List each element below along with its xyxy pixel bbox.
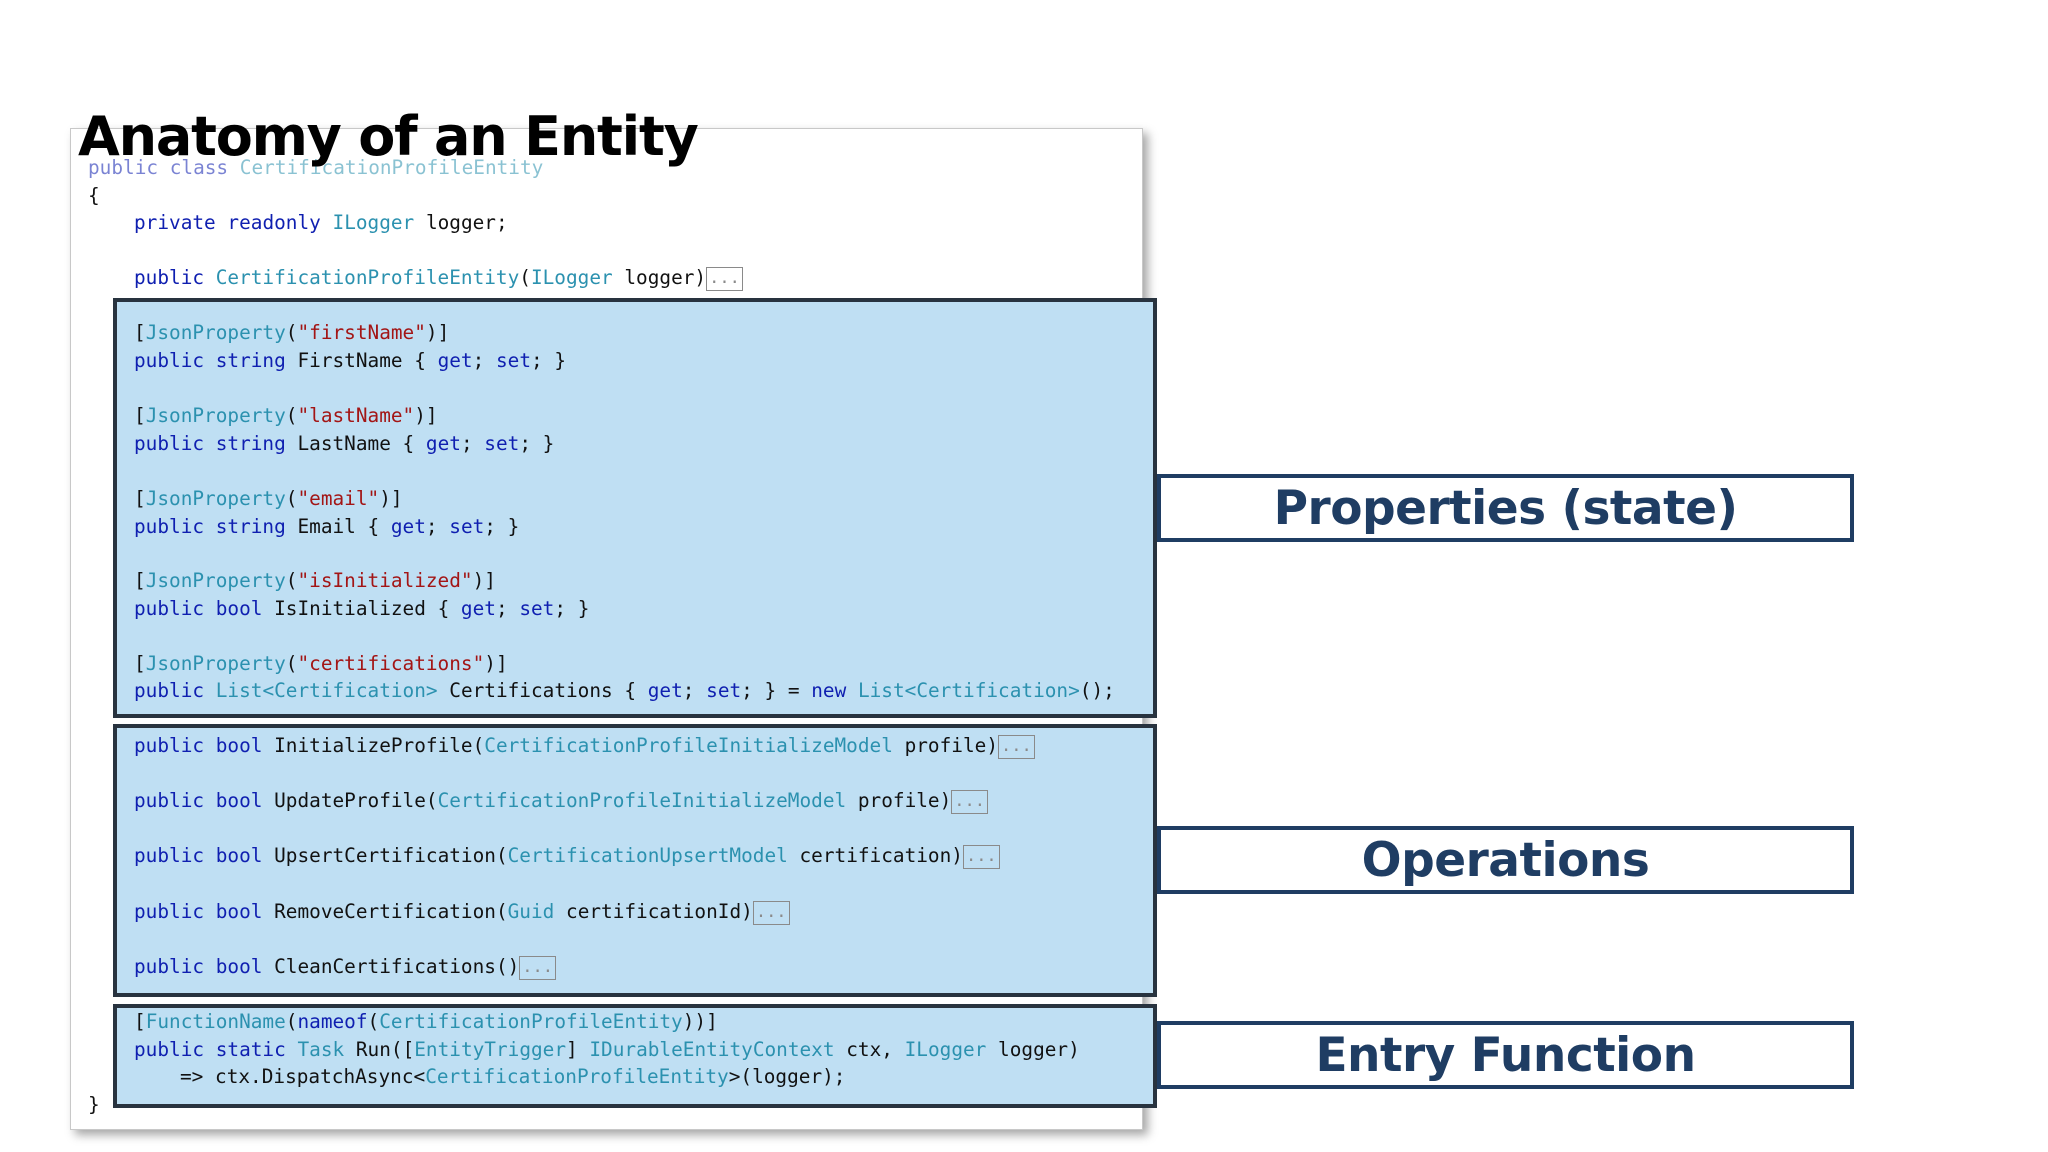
code-line-close-brace: } — [88, 1093, 100, 1116]
code-line-constructor: public CertificationProfileEntity(ILogge… — [134, 265, 743, 291]
fold-marker[interactable]: ... — [706, 266, 743, 291]
fold-marker[interactable]: ... — [951, 789, 989, 814]
code-line-attr-certifications: [JsonProperty("certifications")] — [134, 652, 508, 675]
fold-marker[interactable]: ... — [998, 734, 1035, 759]
operations-highlight — [113, 724, 1157, 997]
properties-state-label: Properties (state) — [1157, 474, 1854, 542]
code-line-class-declaration: public class CertificationProfileEntity — [88, 156, 544, 179]
entry-function-label: Entry Function — [1157, 1021, 1854, 1089]
code-line-dispatch: => ctx.DispatchAsync<CertificationProfil… — [180, 1065, 846, 1088]
code-line-prop-isinitialized: public bool IsInitialized { get; set; } — [134, 597, 590, 620]
code-line-op-upsert: public bool UpsertCertification(Certific… — [134, 843, 1000, 869]
code-line-prop-certifications: public List<Certification> Certification… — [134, 679, 1115, 702]
fold-marker[interactable]: ... — [962, 844, 1000, 869]
code-line-attr-lastname: [JsonProperty("lastName")] — [134, 404, 438, 427]
code-line-prop-lastname: public string LastName { get; set; } — [134, 432, 555, 455]
code-line-op-initialize: public bool InitializeProfile(Certificat… — [134, 733, 1035, 759]
code-line-prop-firstname: public string FirstName { get; set; } — [134, 349, 567, 372]
code-line-attr-isinitialized: [JsonProperty("isInitialized")] — [134, 569, 496, 592]
code-line-op-remove: public bool RemoveCertification(Guid cer… — [134, 899, 790, 925]
code-line-logger-field: private readonly ILogger logger; — [134, 211, 508, 234]
code-line-function-attribute: [FunctionName(nameof(CertificationProfil… — [134, 1010, 718, 1033]
properties-highlight — [113, 298, 1157, 718]
code-line-attr-email: [JsonProperty("email")] — [134, 487, 403, 510]
code-line-open-brace: { — [88, 184, 100, 207]
entry-function-highlight — [113, 1004, 1157, 1108]
code-line-op-clean: public bool CleanCertifications()... — [134, 954, 557, 980]
code-line-prop-email: public string Email { get; set; } — [134, 515, 520, 538]
slide-title: Anatomy of an Entity — [78, 105, 699, 168]
fold-marker[interactable]: ... — [752, 900, 790, 925]
code-line-run-signature: public static Task Run([EntityTrigger] I… — [134, 1038, 1080, 1061]
fold-marker[interactable]: ... — [519, 955, 557, 980]
operations-label: Operations — [1157, 826, 1854, 894]
code-line-op-update: public bool UpdateProfile(CertificationP… — [134, 788, 989, 814]
code-line-attr-firstname: [JsonProperty("firstName")] — [134, 321, 450, 344]
